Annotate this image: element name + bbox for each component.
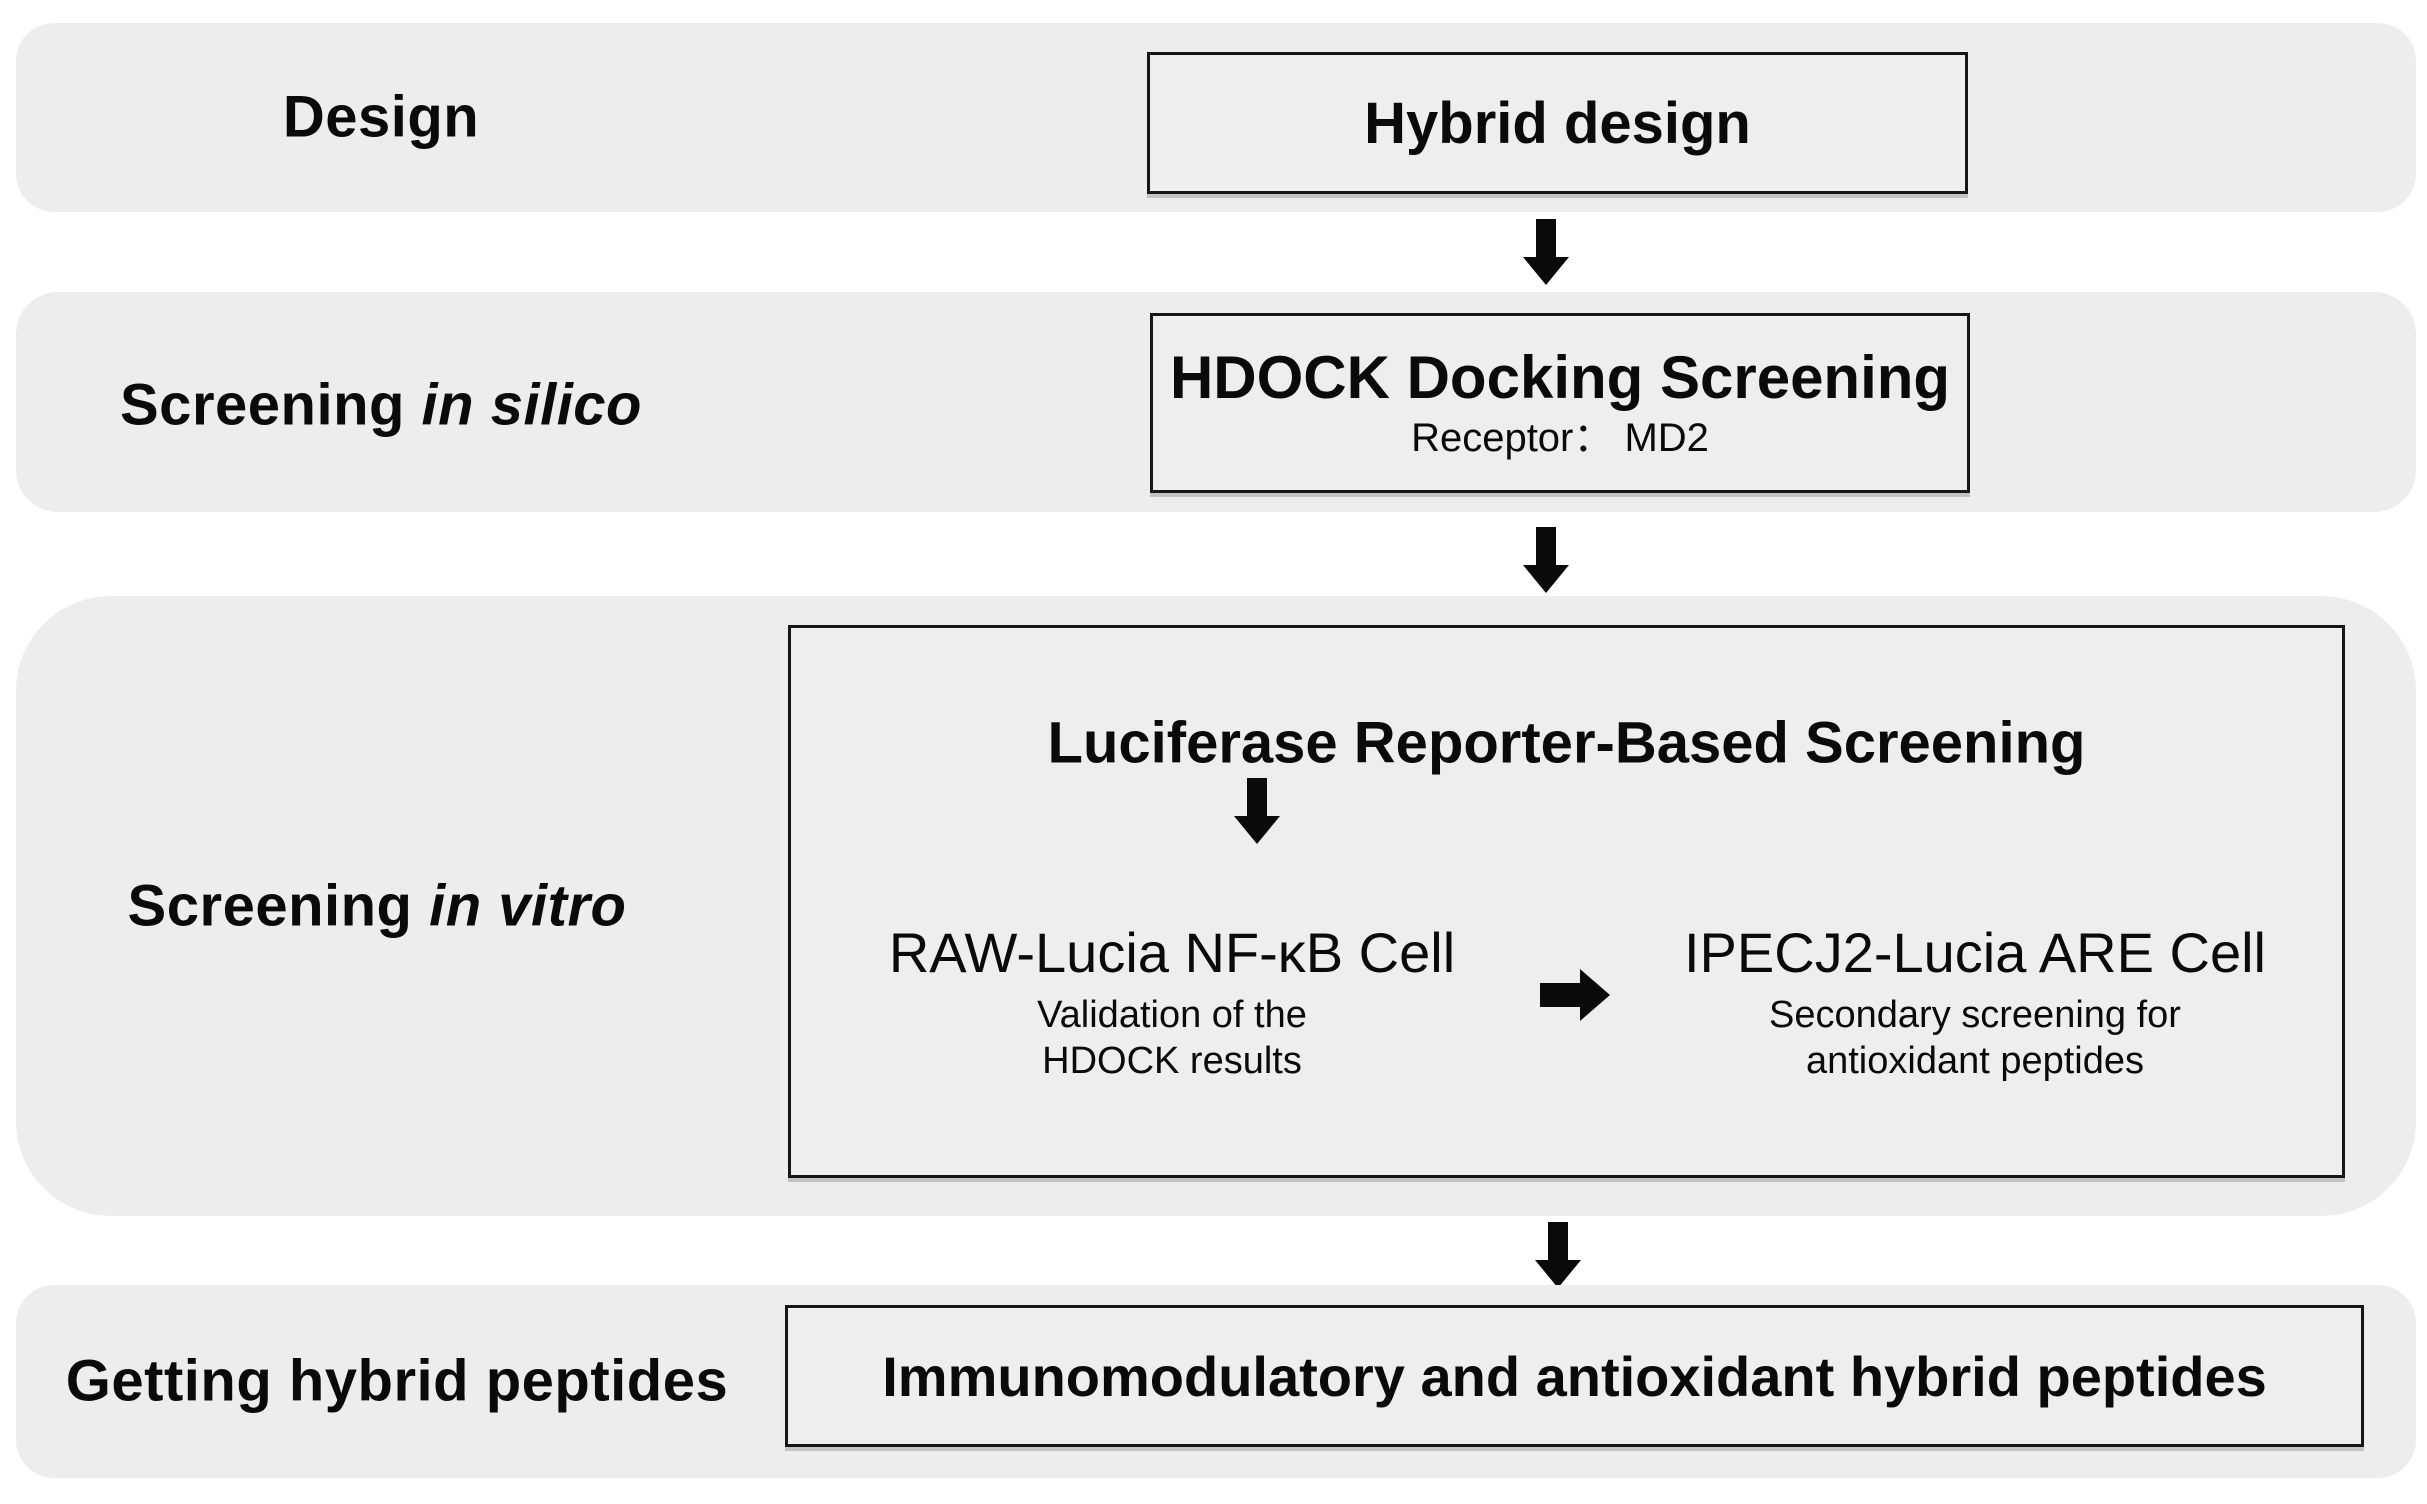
- stage-band-screening-in-silico: Screening in silico HDOCK Docking Screen…: [16, 292, 2416, 512]
- final-hybrid-peptides-box: Immunomodulatory and antioxidant hybrid …: [785, 1305, 2364, 1447]
- raw-lucia-cell-column: RAW-Lucia NF-κB Cell Validation of the H…: [852, 921, 1492, 1084]
- stage-label-design: Design: [282, 84, 480, 150]
- stage-band-getting-hybrid-peptides: Getting hybrid peptides Immunomodulatory…: [16, 1285, 2416, 1478]
- raw-lucia-cell-title: RAW-Lucia NF-κB Cell: [888, 921, 1456, 984]
- hdock-screening-box: HDOCK Docking Screening Receptor： MD2: [1150, 313, 1970, 493]
- arrow-down-icon: [1234, 778, 1280, 844]
- ipecj2-lucia-cell-column: IPECJ2-Lucia ARE Cell Secondary screenin…: [1655, 921, 2295, 1084]
- hdock-receptor-subtitle: Receptor： MD2: [1411, 416, 1709, 460]
- description-line: Validation of the: [1037, 994, 1307, 1036]
- hdock-screening-title: HDOCK Docking Screening: [1169, 344, 1951, 411]
- stage-label-italic-text: in silico: [421, 372, 642, 438]
- arrow-down-icon: [1523, 219, 1569, 285]
- description-line: HDOCK results: [1042, 1040, 1302, 1082]
- arrow-down-icon: [1523, 527, 1569, 593]
- ipecj2-lucia-cell-title: IPECJ2-Lucia ARE Cell: [1683, 921, 2266, 984]
- luciferase-screening-title: Luciferase Reporter-Based Screening: [1047, 710, 2086, 776]
- description-line: antioxidant peptides: [1805, 1040, 2145, 1082]
- hybrid-design-title: Hybrid design: [1364, 90, 1751, 156]
- stage-band-screening-in-vitro: Screening in vitro Luciferase Reporter-B…: [16, 596, 2416, 1216]
- arrow-down-icon: [1535, 1222, 1581, 1288]
- luciferase-screening-box: Luciferase Reporter-Based Screening RAW-…: [788, 625, 2345, 1178]
- stage-label-text: Screening: [120, 372, 422, 438]
- stage-band-design: Design Hybrid design: [16, 23, 2416, 212]
- final-hybrid-peptides-title: Immunomodulatory and antioxidant hybrid …: [882, 1344, 2267, 1408]
- stage-label-getting-hybrid-peptides: Getting hybrid peptides: [65, 1348, 729, 1414]
- stage-label-text: Screening: [127, 873, 430, 939]
- raw-lucia-cell-description: Validation of the HDOCK results: [852, 992, 1492, 1084]
- stage-label-screening-in-vitro: Screening in vitro: [128, 873, 627, 940]
- description-line: Secondary screening for: [1769, 994, 2181, 1036]
- stage-label-italic-text: in vitro: [429, 873, 627, 939]
- ipecj2-lucia-cell-description: Secondary screening for antioxidant pept…: [1655, 992, 2295, 1084]
- stage-label-screening-in-silico: Screening in silico: [120, 372, 642, 439]
- arrow-right-icon: [1540, 969, 1610, 1021]
- hybrid-design-box: Hybrid design: [1147, 52, 1968, 194]
